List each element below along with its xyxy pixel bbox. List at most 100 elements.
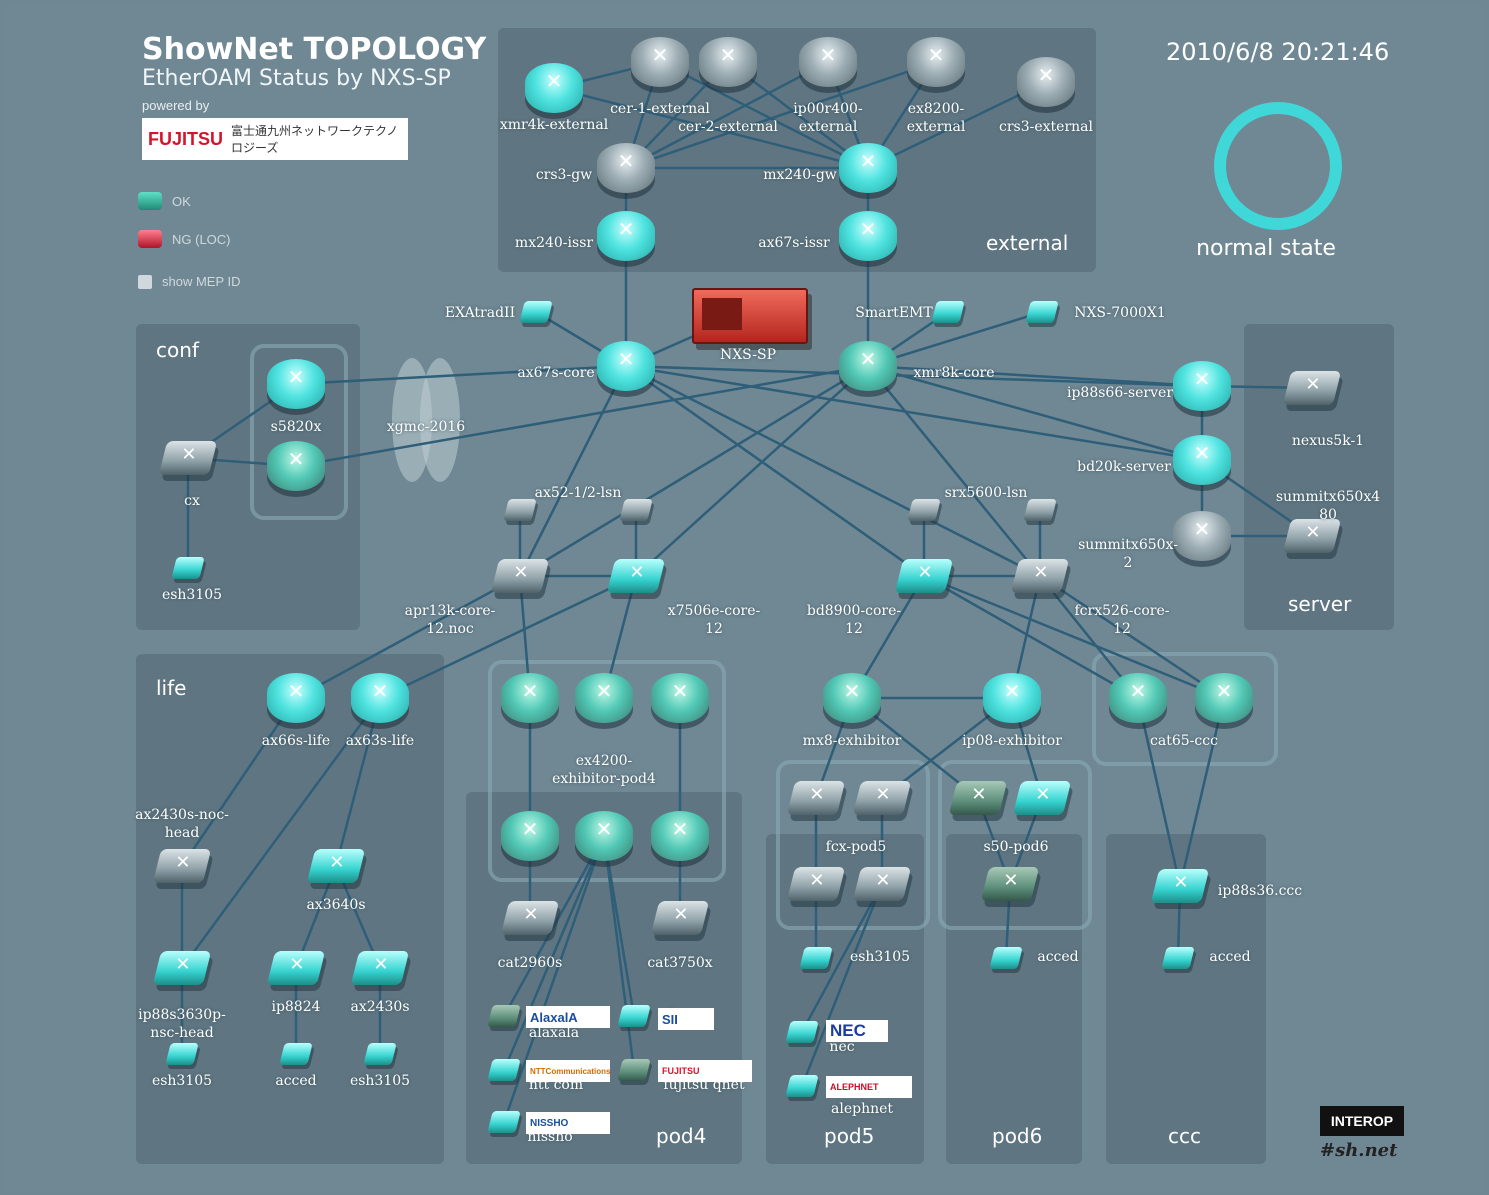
s50-b-switch-icon[interactable]: ✕ [1012, 781, 1072, 815]
cat65-a-router-icon[interactable]: ✕ [1109, 673, 1167, 723]
ex4200-f-router-icon[interactable]: ✕ [651, 811, 709, 861]
cross-arrows-icon: ✕ [671, 679, 689, 703]
ex8200-router-icon[interactable]: ✕ [907, 37, 965, 87]
ax63s-life-router-icon[interactable]: ✕ [351, 673, 409, 723]
alaxala-small-icon[interactable] [487, 1005, 521, 1027]
ex4200-b-router-icon[interactable]: ✕ [575, 673, 633, 723]
cross-arrows-icon: ✕ [927, 43, 945, 67]
s50-c-switch-icon[interactable]: ✕ [980, 867, 1040, 901]
alephnet-small-icon[interactable] [785, 1075, 819, 1097]
summit80-label: summitx650x4 80 [1275, 489, 1381, 523]
legend-mep[interactable]: show MEP ID [138, 274, 241, 289]
ax67s-issr-router-icon[interactable]: ✕ [839, 211, 897, 261]
acced-l-label: acced [275, 1073, 317, 1089]
powered-by-label: powered by [142, 98, 210, 113]
cross-arrows-icon: ✕ [809, 784, 825, 805]
nxs-sp-label: NXS-SP [719, 347, 777, 363]
nissho-small-icon[interactable] [487, 1111, 521, 1133]
ax2430s-switch-icon[interactable]: ✕ [350, 951, 410, 985]
ex4200-e-router-icon[interactable]: ✕ [575, 811, 633, 861]
mep-checkbox[interactable] [138, 274, 152, 289]
mx4k-ext-router-icon[interactable]: ✕ [525, 63, 583, 113]
sii-small-icon[interactable] [617, 1005, 651, 1027]
ex4200-a-router-icon[interactable]: ✕ [501, 673, 559, 723]
ex4200-c-router-icon[interactable]: ✕ [651, 673, 709, 723]
cx-switch-icon[interactable]: ✕ [158, 441, 218, 475]
cross-arrows-icon: ✕ [1003, 870, 1019, 891]
acced-ccc-small-icon[interactable] [1161, 947, 1195, 969]
cross-arrows-icon: ✕ [1215, 679, 1233, 703]
bd8900-switch-icon[interactable]: ✕ [894, 559, 954, 593]
fcrx526-switch-icon[interactable]: ✕ [1010, 559, 1070, 593]
srx-a-small-icon[interactable] [907, 499, 941, 521]
x7506e-switch-icon[interactable]: ✕ [606, 559, 666, 593]
ip88s66-router-icon[interactable]: ✕ [1173, 361, 1231, 411]
mx240-issr-router-icon[interactable]: ✕ [597, 211, 655, 261]
ex8200-label: ex8200- external [906, 101, 966, 135]
nttcom-small-icon[interactable] [487, 1059, 521, 1081]
s5820x-a-label: s5820x [270, 419, 322, 435]
nxs-sp-device-icon[interactable] [692, 288, 808, 344]
acced-l-small-icon[interactable] [279, 1043, 313, 1065]
mx240-gw-router-icon[interactable]: ✕ [839, 143, 897, 193]
s50-a-switch-icon[interactable]: ✕ [948, 781, 1008, 815]
ax52-b-small-icon[interactable] [619, 499, 653, 521]
apr13k-switch-icon[interactable]: ✕ [490, 559, 550, 593]
mx8-exh-router-icon[interactable]: ✕ [823, 673, 881, 723]
smartemt-small-icon[interactable] [931, 301, 965, 323]
ex4200-d-router-icon[interactable]: ✕ [501, 811, 559, 861]
ip88s3630p-switch-icon[interactable]: ✕ [152, 951, 212, 985]
nxs7000-small-icon[interactable] [1025, 301, 1059, 323]
fcx-d-switch-icon[interactable]: ✕ [852, 867, 912, 901]
ip88s36-switch-icon[interactable]: ✕ [1150, 869, 1210, 903]
crs3-gw-router-icon[interactable]: ✕ [597, 143, 655, 193]
region-life [136, 654, 444, 1164]
crs3-ext-router-icon[interactable]: ✕ [1017, 57, 1075, 107]
fcx-b-switch-icon[interactable]: ✕ [852, 781, 912, 815]
cat2960s-switch-icon[interactable]: ✕ [500, 901, 560, 935]
acced-p6-small-icon[interactable] [989, 947, 1023, 969]
cross-arrows-icon: ✕ [971, 784, 987, 805]
nec-small-icon[interactable] [785, 1021, 819, 1043]
xmr8k-core-router-icon[interactable]: ✕ [839, 341, 897, 391]
srx-a-label: srx5600-lsn [944, 485, 1028, 501]
ax2430s-noc-switch-icon[interactable]: ✕ [152, 849, 212, 883]
cer1-router-icon[interactable]: ✕ [631, 37, 689, 87]
ip08-exh-router-icon[interactable]: ✕ [983, 673, 1041, 723]
fcx-a-switch-icon[interactable]: ✕ [786, 781, 846, 815]
fcrx526-label: fcrx526-core- 12 [1074, 603, 1170, 637]
exatrad-small-icon[interactable] [519, 301, 553, 323]
esh3105-l2-small-icon[interactable] [363, 1043, 397, 1065]
cat65-b-router-icon[interactable]: ✕ [1195, 673, 1253, 723]
link-ex4200-e-nissho [502, 835, 606, 1123]
s5820x-b-router-icon[interactable]: ✕ [267, 441, 325, 491]
ax67s-core-router-icon[interactable]: ✕ [597, 341, 655, 391]
alephnet-logo: ALEPHNET [826, 1076, 912, 1098]
cross-arrows-icon: ✕ [1305, 522, 1321, 543]
summit2-router-icon[interactable]: ✕ [1173, 511, 1231, 561]
cat65-b-label: cat65-ccc [1150, 733, 1218, 749]
cer2-router-icon[interactable]: ✕ [699, 37, 757, 87]
ax3640s-switch-icon[interactable]: ✕ [306, 849, 366, 883]
esh3105-conf-small-icon[interactable] [171, 557, 205, 579]
ip8824-switch-icon[interactable]: ✕ [266, 951, 326, 985]
summit80-switch-icon[interactable]: ✕ [1282, 519, 1342, 553]
ip00r-router-icon[interactable]: ✕ [799, 37, 857, 87]
srx-b-small-icon[interactable] [1023, 499, 1057, 521]
legend-mep-label[interactable]: show MEP ID [162, 274, 241, 289]
summit2-label: summitx650x- 2 [1078, 537, 1178, 571]
region-label-pod5: pod5 [824, 1124, 875, 1148]
ax2430s-label: ax2430s [350, 999, 410, 1015]
bd20k-router-icon[interactable]: ✕ [1173, 435, 1231, 485]
s5820x-a-router-icon[interactable]: ✕ [267, 359, 325, 409]
fcx-c-switch-icon[interactable]: ✕ [786, 867, 846, 901]
cat3750x-switch-icon[interactable]: ✕ [650, 901, 710, 935]
nexus5k-switch-icon[interactable]: ✕ [1282, 371, 1342, 405]
cat65-group [1092, 652, 1278, 766]
ax52-a-small-icon[interactable] [503, 499, 537, 521]
fujitsu-qnet-small-icon[interactable] [617, 1059, 651, 1081]
ax66s-life-router-icon[interactable]: ✕ [267, 673, 325, 723]
x7506e-label: x7506e-core- 12 [667, 603, 761, 637]
esh3105-l1-small-icon[interactable] [165, 1043, 199, 1065]
esh3105-p5-small-icon[interactable] [799, 947, 833, 969]
